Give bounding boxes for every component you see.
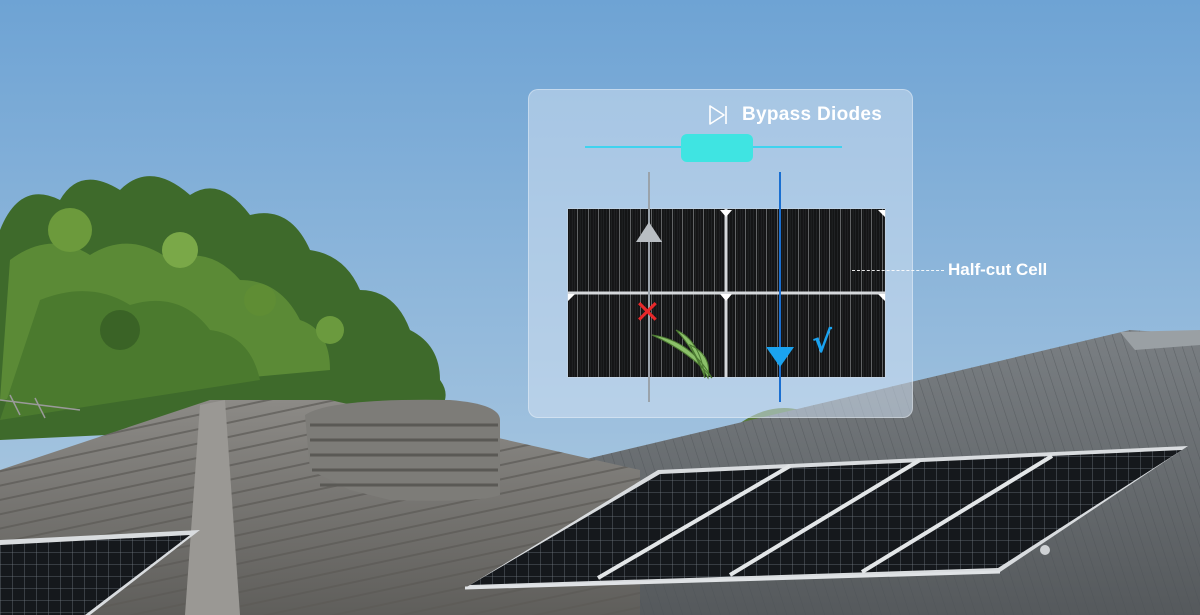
half-cut-cell-label: Half-cut Cell xyxy=(948,260,1048,279)
solar-array xyxy=(464,446,1188,590)
antenna xyxy=(0,394,81,419)
tree xyxy=(0,176,446,440)
panel-title: Bypass Diodes xyxy=(742,104,883,125)
solar-array-left xyxy=(0,530,200,615)
leader-line xyxy=(852,270,944,271)
info-panel xyxy=(528,89,913,418)
roof-vent xyxy=(305,399,500,501)
diode-icon xyxy=(709,105,727,125)
